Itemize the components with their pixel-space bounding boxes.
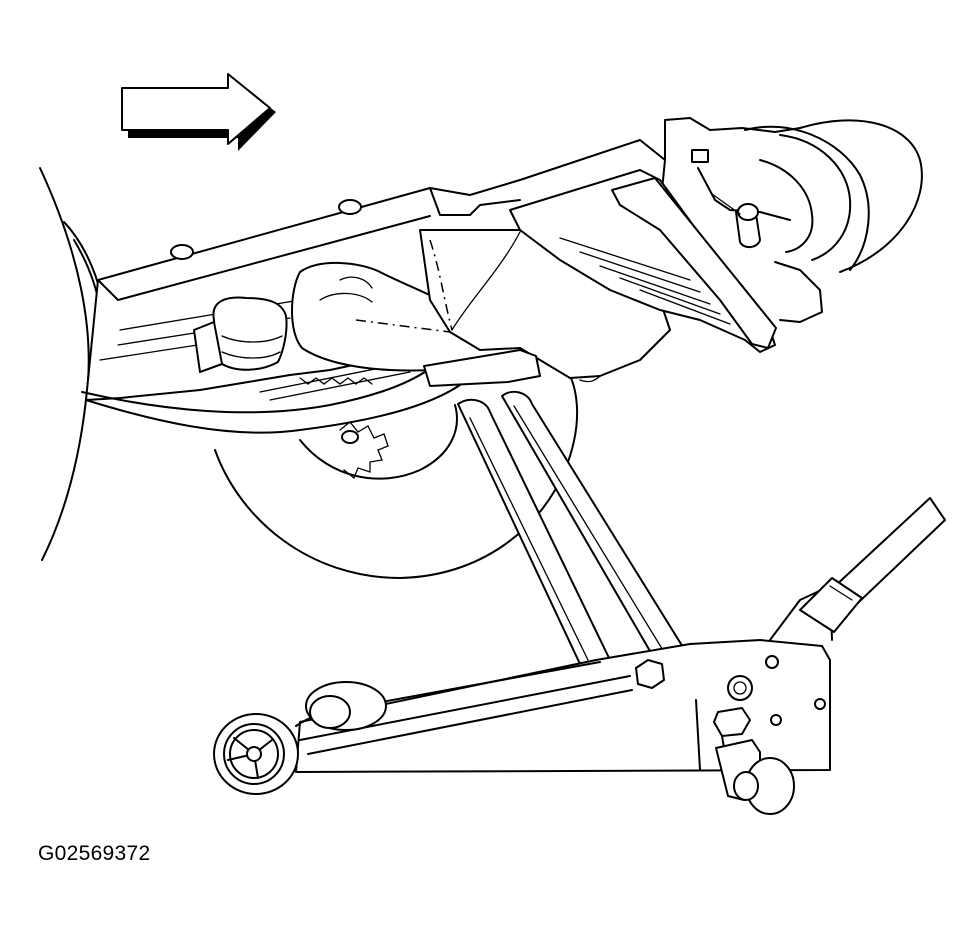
spring-pack	[509, 117, 801, 353]
front-wheel	[213, 713, 299, 795]
figure-code: G02569372	[38, 842, 151, 865]
front-hub	[711, 119, 923, 323]
direction-arrow-icon	[121, 73, 276, 151]
floor-jack	[213, 349, 946, 815]
